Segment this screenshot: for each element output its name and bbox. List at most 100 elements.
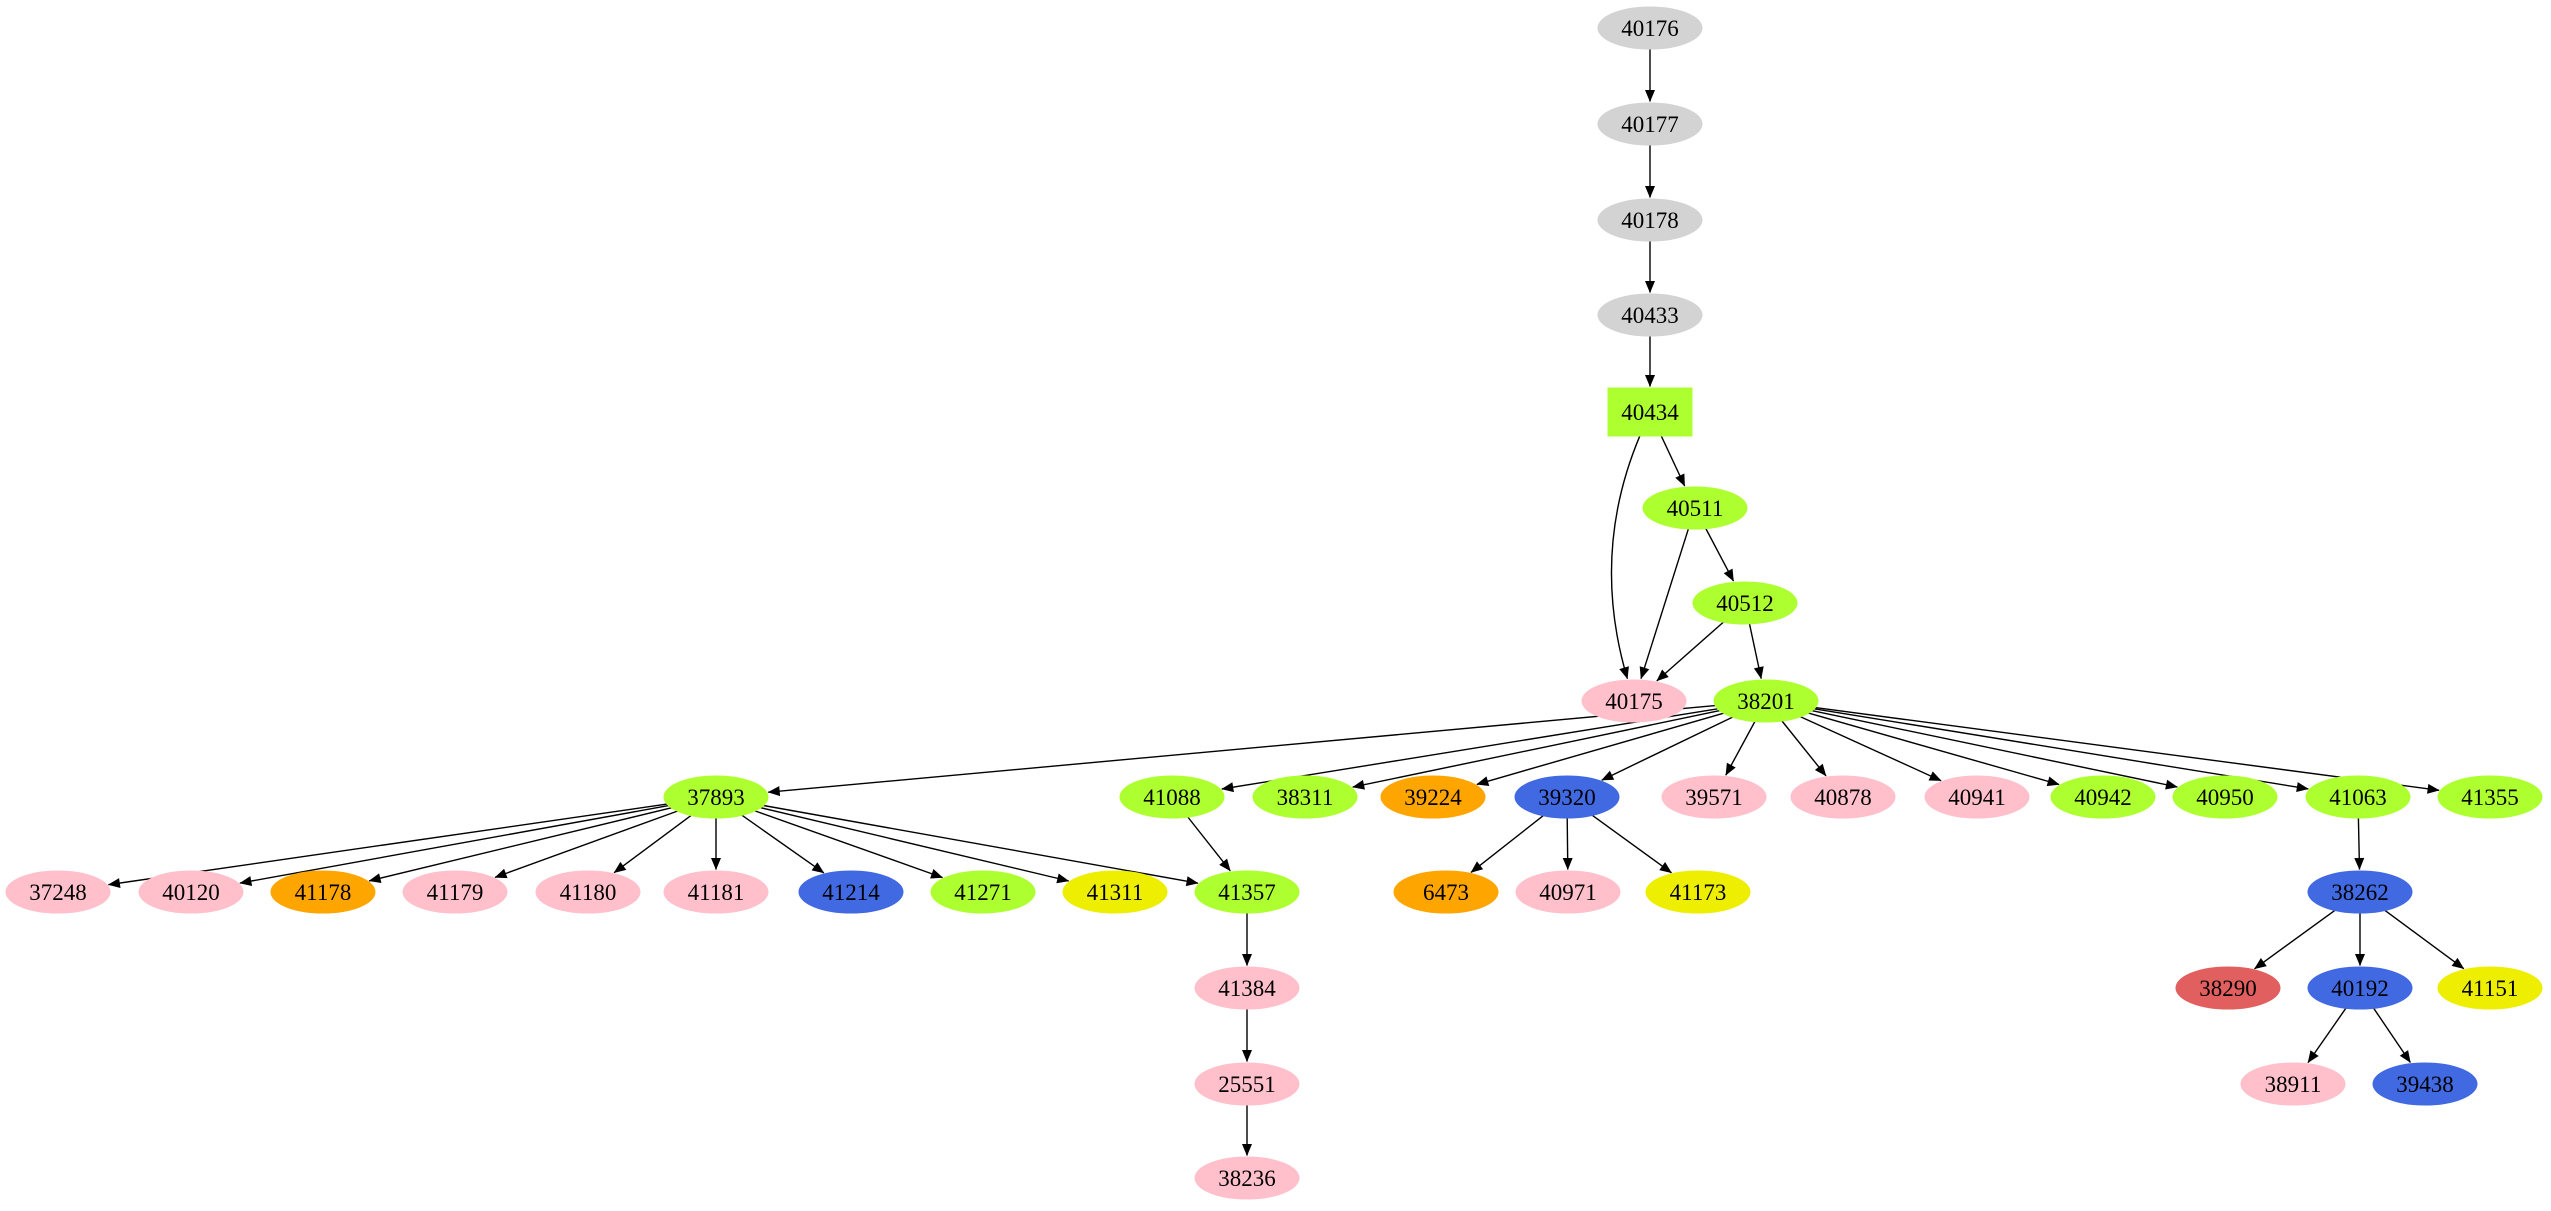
node-41357: 41357 xyxy=(1194,870,1300,914)
node-shape-box-40434 xyxy=(1607,387,1693,437)
node-shape-ellipse-41271 xyxy=(930,870,1036,914)
node-41180: 41180 xyxy=(535,870,641,914)
node-label-40971: 40971 xyxy=(1539,880,1597,905)
node-label-37248: 37248 xyxy=(29,880,87,905)
node-shape-ellipse-41181 xyxy=(663,870,769,914)
node-shape-ellipse-41173 xyxy=(1645,870,1751,914)
edge-38201-39224 xyxy=(1476,712,1724,787)
node-label-38290: 38290 xyxy=(2199,976,2257,1001)
node-41088: 41088 xyxy=(1119,775,1225,819)
node-label-40941: 40941 xyxy=(1948,785,2006,810)
edge-38201-39320 xyxy=(1601,716,1733,781)
node-shape-ellipse-40176 xyxy=(1597,6,1703,50)
node-shape-ellipse-39320 xyxy=(1514,775,1620,819)
node-shape-ellipse-41180 xyxy=(535,870,641,914)
node-label-40942: 40942 xyxy=(2074,785,2132,810)
node-label-41271: 41271 xyxy=(954,880,1012,905)
node-label-41063: 41063 xyxy=(2329,785,2387,810)
edge-40512-38201 xyxy=(1748,623,1764,680)
edge-37893-41311 xyxy=(760,807,1070,884)
node-shape-ellipse-41357 xyxy=(1194,870,1300,914)
node-shape-ellipse-25551 xyxy=(1194,1062,1300,1106)
node-shape-ellipse-41214 xyxy=(798,870,904,914)
edge-37893-41178 xyxy=(368,807,672,884)
node-6473: 6473 xyxy=(1393,870,1499,914)
node-label-41357: 41357 xyxy=(1218,880,1276,905)
node-label-41311: 41311 xyxy=(1087,880,1144,905)
node-37893: 37893 xyxy=(663,775,769,819)
node-41355: 41355 xyxy=(2437,775,2543,819)
node-label-38911: 38911 xyxy=(2265,1072,2322,1097)
edge-39320-40971 xyxy=(1562,817,1573,870)
node-shape-ellipse-41355 xyxy=(2437,775,2543,819)
node-41151: 41151 xyxy=(2437,966,2543,1010)
edge-38262-41151 xyxy=(2384,909,2465,970)
node-shape-ellipse-40177 xyxy=(1597,102,1703,146)
node-41384: 41384 xyxy=(1194,966,1300,1010)
node-38201: 38201 xyxy=(1713,679,1819,723)
node-label-38311: 38311 xyxy=(1277,785,1334,810)
node-shape-ellipse-40971 xyxy=(1515,870,1621,914)
node-label-41181: 41181 xyxy=(688,880,745,905)
edge-38201-39571 xyxy=(1725,721,1756,776)
node-shape-ellipse-38290 xyxy=(2175,966,2281,1010)
node-label-40120: 40120 xyxy=(162,880,220,905)
node-shape-ellipse-41311 xyxy=(1062,870,1168,914)
node-41063: 41063 xyxy=(2305,775,2411,819)
node-40178: 40178 xyxy=(1597,198,1703,242)
node-40120: 40120 xyxy=(138,870,244,914)
node-40175: 40175 xyxy=(1581,679,1687,723)
node-label-41151: 41151 xyxy=(2462,976,2519,1001)
node-40512: 40512 xyxy=(1692,581,1798,625)
node-38290: 38290 xyxy=(2175,966,2281,1010)
node-40192: 40192 xyxy=(2307,966,2413,1010)
node-label-40511: 40511 xyxy=(1667,496,1724,521)
node-shape-ellipse-40175 xyxy=(1581,679,1687,723)
node-shape-ellipse-41178 xyxy=(270,870,376,914)
node-label-41088: 41088 xyxy=(1143,785,1201,810)
node-40434: 40434 xyxy=(1607,387,1693,437)
node-40950: 40950 xyxy=(2172,775,2278,819)
edge-38262-38290 xyxy=(2254,909,2336,970)
node-39438: 39438 xyxy=(2372,1062,2478,1106)
edge-40511-40512 xyxy=(1705,528,1735,582)
node-shape-ellipse-39438 xyxy=(2372,1062,2478,1106)
node-label-6473: 6473 xyxy=(1423,880,1469,905)
node-39320: 39320 xyxy=(1514,775,1620,819)
node-41271: 41271 xyxy=(930,870,1036,914)
node-label-41355: 41355 xyxy=(2461,785,2519,810)
node-label-37893: 37893 xyxy=(687,785,745,810)
node-25551: 25551 xyxy=(1194,1062,1300,1106)
node-shape-ellipse-6473 xyxy=(1393,870,1499,914)
node-label-25551: 25551 xyxy=(1218,1072,1276,1097)
node-40878: 40878 xyxy=(1790,775,1896,819)
node-shape-ellipse-40512 xyxy=(1692,581,1798,625)
node-41181: 41181 xyxy=(663,870,769,914)
edge-37893-41179 xyxy=(494,810,678,879)
node-label-40512: 40512 xyxy=(1716,591,1774,616)
node-shape-ellipse-41179 xyxy=(402,870,508,914)
node-label-38201: 38201 xyxy=(1737,689,1795,714)
node-shape-ellipse-37248 xyxy=(5,870,111,914)
edge-38201-37893 xyxy=(767,704,1716,797)
node-label-40950: 40950 xyxy=(2196,785,2254,810)
node-40511: 40511 xyxy=(1642,486,1748,530)
node-37248: 37248 xyxy=(5,870,111,914)
edge-41088-41357 xyxy=(1187,816,1231,872)
node-shape-ellipse-40178 xyxy=(1597,198,1703,242)
node-shape-ellipse-41088 xyxy=(1119,775,1225,819)
node-label-40192: 40192 xyxy=(2331,976,2389,1001)
node-shape-ellipse-41063 xyxy=(2305,775,2411,819)
node-shape-ellipse-38236 xyxy=(1194,1156,1300,1200)
edge-38201-41355 xyxy=(1815,706,2440,794)
edge-40192-39438 xyxy=(2373,1007,2411,1063)
edge-40434-40511 xyxy=(1660,434,1686,487)
node-shape-ellipse-40942 xyxy=(2050,775,2156,819)
edge-40511-40175 xyxy=(1639,528,1690,680)
edge-39320-6473 xyxy=(1470,815,1544,873)
node-41178: 41178 xyxy=(270,870,376,914)
node-label-41178: 41178 xyxy=(295,880,352,905)
node-label-39571: 39571 xyxy=(1685,785,1743,810)
node-label-40434: 40434 xyxy=(1621,400,1679,425)
